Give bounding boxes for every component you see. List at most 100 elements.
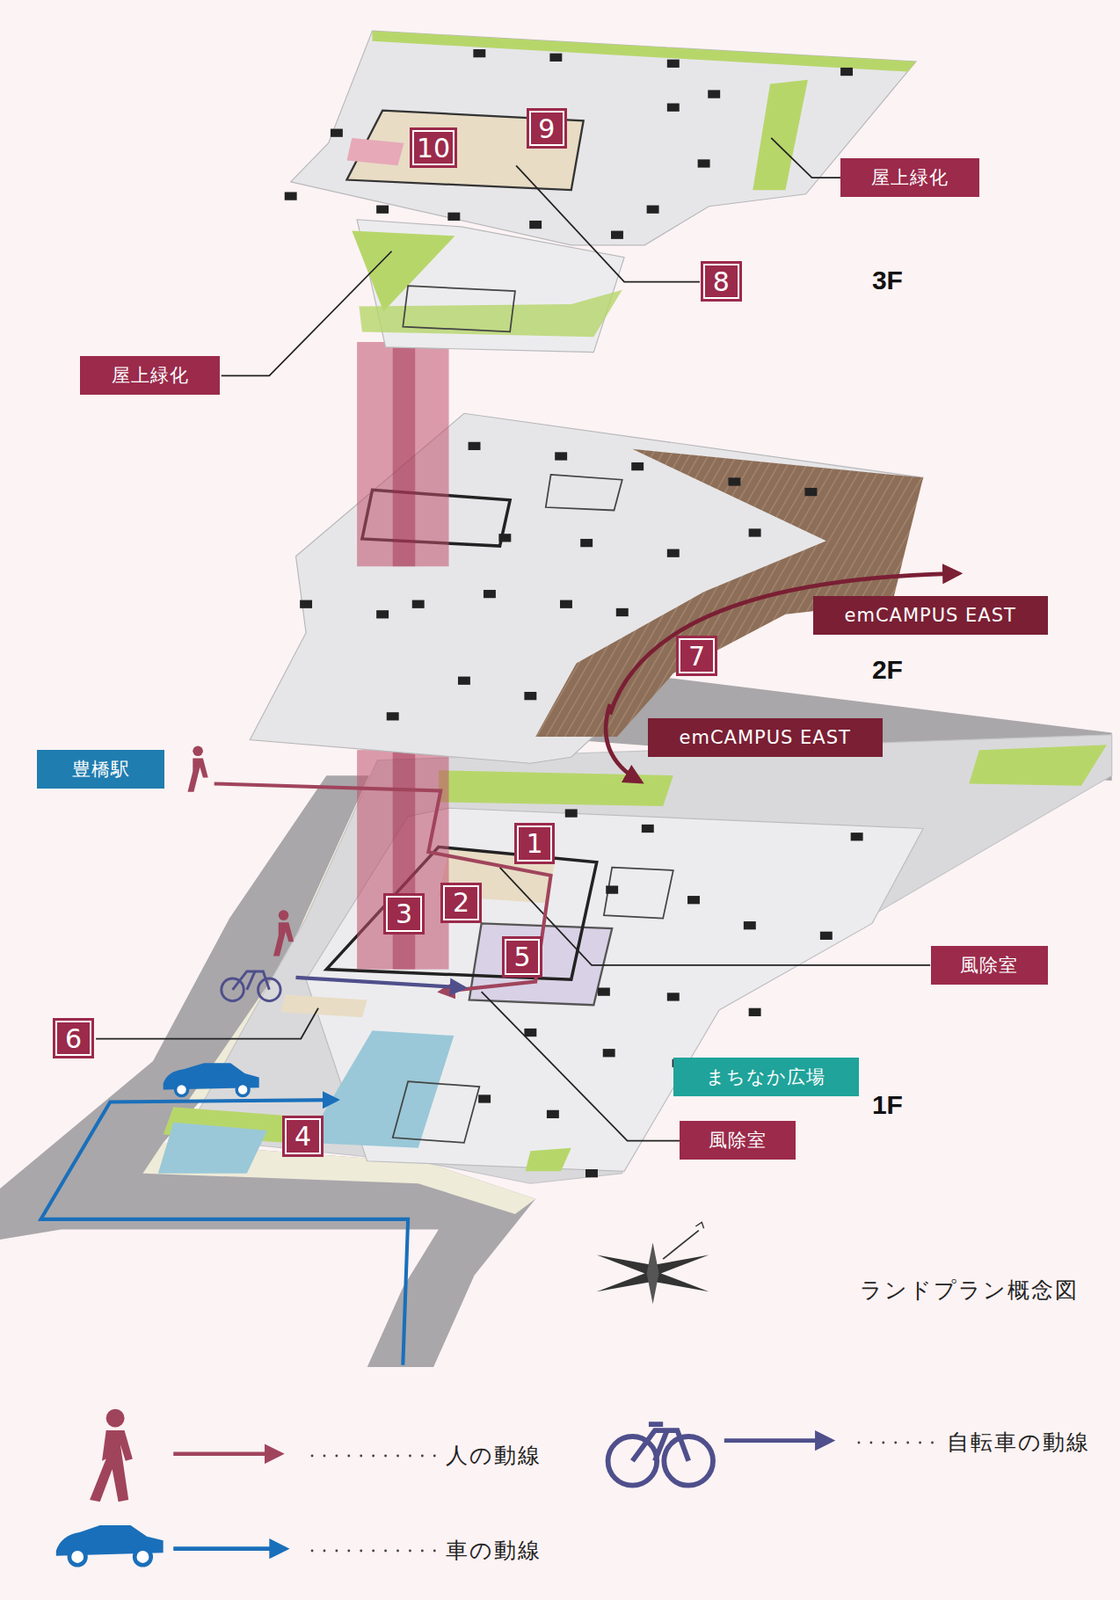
legend-text: 自転車の動線 <box>946 1427 1091 1457</box>
label-box: emCAMPUS EAST <box>813 596 1048 635</box>
roof-equipment <box>402 285 516 332</box>
label-box: 屋上緑化 <box>840 158 981 197</box>
person-icon <box>187 746 294 957</box>
route-line <box>214 783 552 992</box>
ground-floor-plate <box>183 734 1113 1185</box>
wood-deck <box>535 449 924 737</box>
pillar <box>386 712 400 720</box>
floor-label: 1F <box>872 1090 903 1120</box>
parking-area <box>158 1122 268 1174</box>
pillar <box>560 600 573 609</box>
label-text: 屋上緑化 <box>111 363 190 388</box>
callout-number: 5 <box>501 936 543 977</box>
pillar <box>850 832 864 841</box>
pillar <box>667 549 680 558</box>
vertical-shaft <box>356 341 449 567</box>
legend-dots <box>312 1442 939 1551</box>
pillar <box>647 205 660 214</box>
pillar <box>458 676 471 685</box>
callout-number: 7 <box>676 635 717 677</box>
pillar <box>468 442 481 451</box>
pillar <box>498 533 511 542</box>
campus-arrow <box>605 704 641 782</box>
green <box>438 770 674 807</box>
label-box: まちなか広場 <box>673 1057 859 1097</box>
label-text: 風除室 <box>708 1127 767 1153</box>
car-icon <box>163 1062 260 1096</box>
pillar <box>523 691 537 700</box>
vertical-shaft <box>356 749 449 969</box>
callout-number: 9 <box>526 108 568 149</box>
pillar <box>749 1008 762 1017</box>
bicycle-icon <box>221 971 281 1002</box>
label-text: 風除室 <box>960 952 1019 978</box>
vertical-shaft <box>392 341 416 567</box>
core-room <box>392 1081 480 1143</box>
pillar <box>597 987 611 996</box>
roof-green <box>351 231 455 313</box>
label-box: emCAMPUS EAST <box>647 718 883 757</box>
route-line <box>40 1099 408 1366</box>
pillar <box>483 589 496 598</box>
route-lines <box>40 783 551 1365</box>
callout-number-text: 9 <box>538 113 555 145</box>
green <box>968 744 1107 786</box>
pillar <box>616 608 629 617</box>
pillar <box>549 53 562 62</box>
compass-rose <box>596 1221 710 1304</box>
pillar <box>687 895 700 904</box>
pillar <box>804 487 817 496</box>
green <box>525 1148 572 1172</box>
roof-core <box>346 110 583 191</box>
pillar <box>707 89 720 98</box>
pillar <box>631 462 644 471</box>
pillar <box>610 231 624 240</box>
pillar <box>743 921 757 930</box>
label-text: emCAMPUS EAST <box>844 604 1017 626</box>
callout-number-text: 1 <box>525 828 543 859</box>
pillar <box>667 103 680 112</box>
pillar <box>376 610 389 619</box>
pillar <box>376 205 389 214</box>
legend-text: 人の動線 <box>445 1440 542 1470</box>
pillar <box>299 600 313 609</box>
pillar <box>412 600 425 609</box>
pillar <box>641 824 655 833</box>
pillar <box>667 59 680 68</box>
label-text: 屋上緑化 <box>871 165 949 190</box>
label-text: 豊橋駅 <box>72 756 131 782</box>
callout-number: 1 <box>514 822 555 864</box>
pillar <box>472 49 486 58</box>
callout-number-text: 2 <box>452 887 470 918</box>
roof-green <box>372 30 917 72</box>
legend-car-arrow <box>173 1546 286 1551</box>
callout-number-text: 6 <box>65 1023 82 1055</box>
pillar <box>478 1094 491 1103</box>
pillar <box>529 220 542 229</box>
callout-number: 8 <box>700 261 742 302</box>
pillar <box>546 1110 560 1119</box>
roof-green <box>358 290 622 337</box>
pillar <box>580 538 593 547</box>
pillar <box>840 67 853 76</box>
vertical-shaft <box>392 749 416 969</box>
pillar <box>585 1169 598 1178</box>
leader-lines <box>95 138 931 1142</box>
label-box: 屋上緑化 <box>80 356 220 395</box>
pillar <box>554 451 568 460</box>
parking-area <box>305 1030 454 1148</box>
callout-number: 2 <box>440 882 481 924</box>
callout-number-text: 5 <box>514 941 531 973</box>
callout-number-text: 4 <box>294 1120 312 1152</box>
pillar <box>523 1028 537 1037</box>
callout-number: 6 <box>52 1018 94 1059</box>
callout-number: 10 <box>409 127 458 168</box>
pillar <box>749 528 762 537</box>
pillar <box>605 885 619 894</box>
floor-label: 3F <box>872 265 903 296</box>
legend-person-arrow <box>173 1451 281 1456</box>
label-box: 風除室 <box>930 945 1048 985</box>
legend-bicycle-icon <box>608 1424 714 1486</box>
callout-number-text: 3 <box>395 898 413 930</box>
